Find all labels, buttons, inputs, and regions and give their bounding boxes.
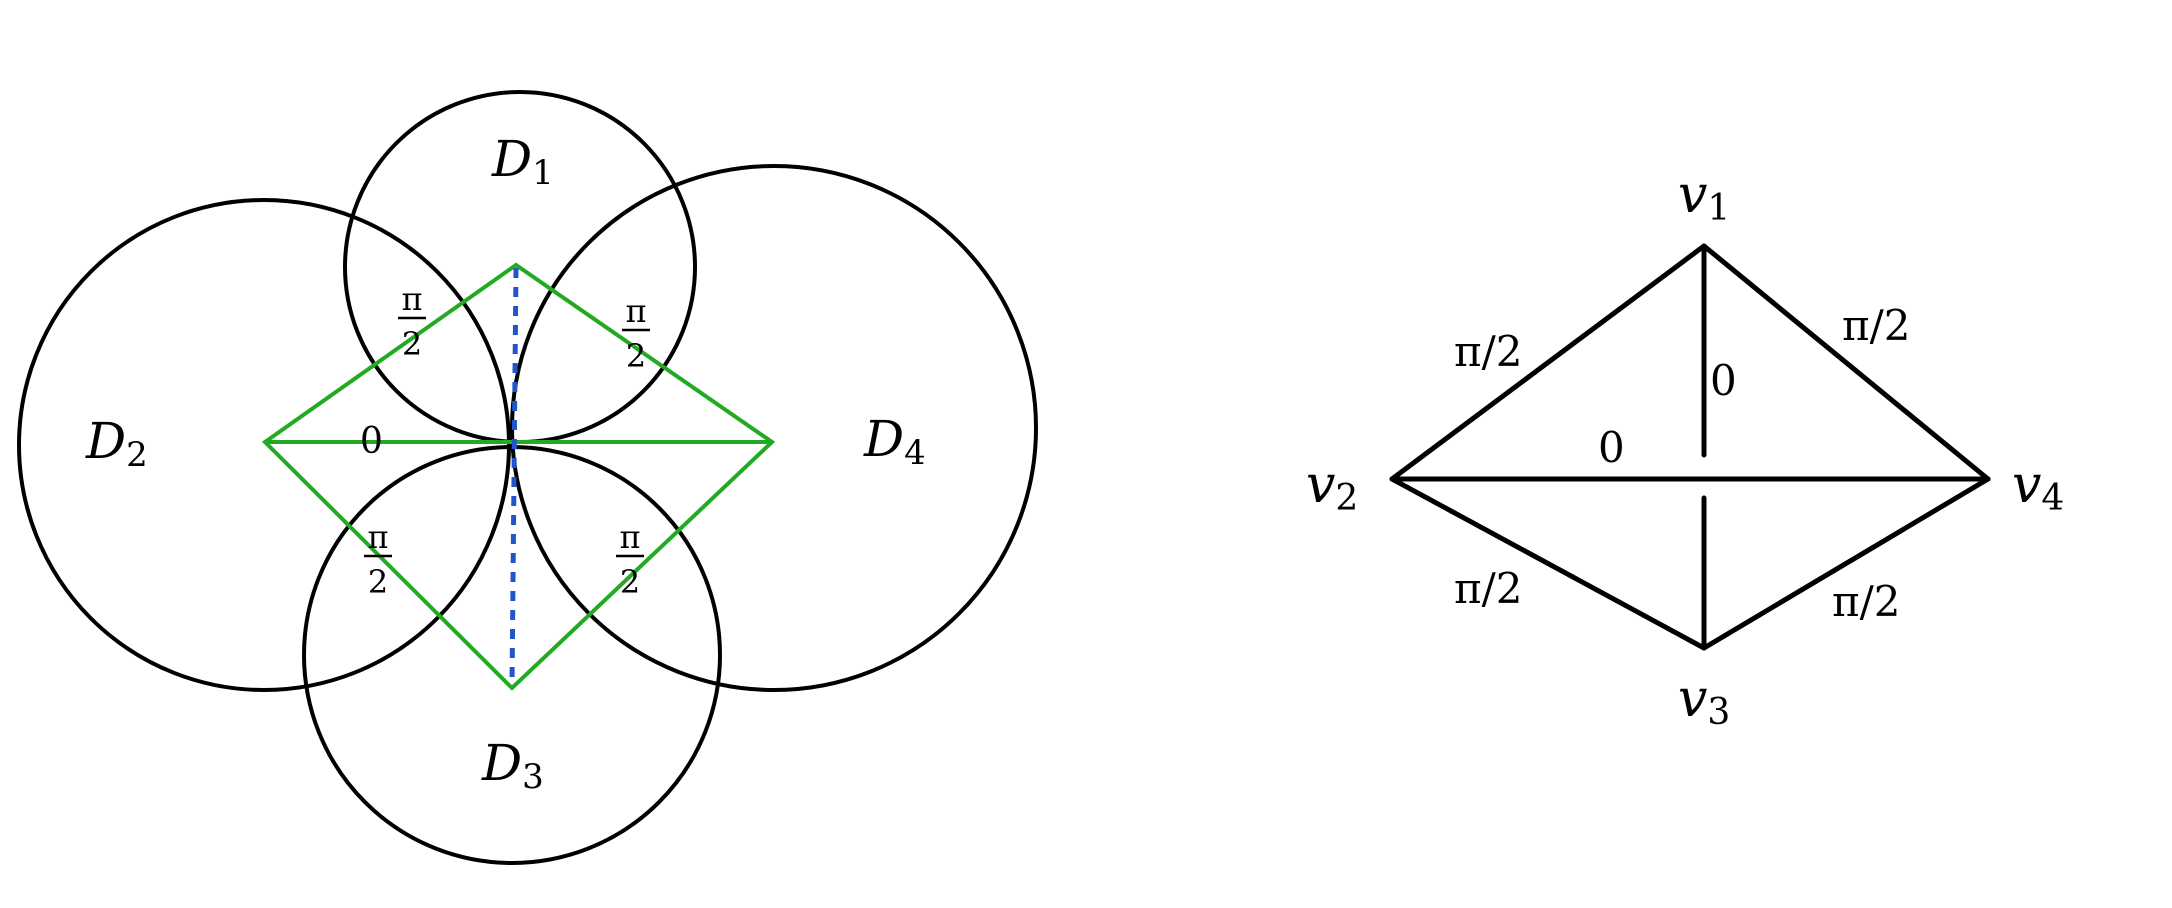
edge-label-v2-v3: π/2 (1454, 564, 1522, 613)
angle-label-lower-right: π 2 (616, 518, 644, 601)
angle-lower-left-denominator: 2 (368, 563, 388, 601)
vertex-v4-label: v4 (2012, 455, 2064, 519)
angle-lower-right-numerator: π (619, 518, 640, 556)
disk-d3-label: D3 (481, 734, 544, 797)
right-figure-graph: v1 v2 v3 v4 π/2 π/2 π/2 π/2 0 0 (1306, 165, 2064, 733)
edge-v1-v4 (1701, 243, 1991, 482)
angle-label-lower-left: π 2 (364, 518, 392, 601)
disk-d1-label: D1 (491, 130, 554, 193)
angle-label-upper-left: π 2 (398, 280, 426, 363)
disk-d2-label: D2 (85, 412, 148, 475)
edge-label-v1-v2: π/2 (1454, 327, 1522, 376)
vertex-v3-label: v3 (1678, 669, 1730, 733)
angle-lower-left-numerator: π (367, 518, 388, 556)
vertex-v2-label: v2 (1306, 455, 1358, 519)
disk-d4-label: D4 (863, 410, 926, 473)
angle-label-upper-right: π 2 (622, 292, 650, 375)
edge-v1-v2 (1389, 243, 1707, 482)
blue-dashed-vertical-diagonal (509, 267, 519, 687)
disk-d2-circle (17, 198, 511, 692)
edge-label-v3-v4: π/2 (1832, 577, 1900, 626)
angle-upper-left-numerator: π (401, 280, 422, 318)
angle-upper-right-numerator: π (625, 292, 646, 330)
edge-label-v2-v4: 0 (1598, 423, 1625, 472)
edge-v3-v4 (1701, 476, 1991, 651)
angle-upper-left-denominator: 2 (402, 325, 422, 363)
angle-upper-right-denominator: 2 (626, 337, 646, 375)
angle-label-center-zero: 0 (360, 421, 383, 462)
edge-v2-v3 (1389, 476, 1707, 651)
green-quadrilateral (261, 262, 776, 691)
vertex-v1-label: v1 (1678, 165, 1730, 229)
left-figure-circle-packing: D1 D2 D3 D4 0 π 2 π 2 π 2 π (17, 90, 1038, 865)
angle-lower-right-denominator: 2 (620, 563, 640, 601)
edge-label-v1-v3: 0 (1710, 356, 1737, 405)
edge-label-v1-v4: π/2 (1842, 301, 1910, 350)
